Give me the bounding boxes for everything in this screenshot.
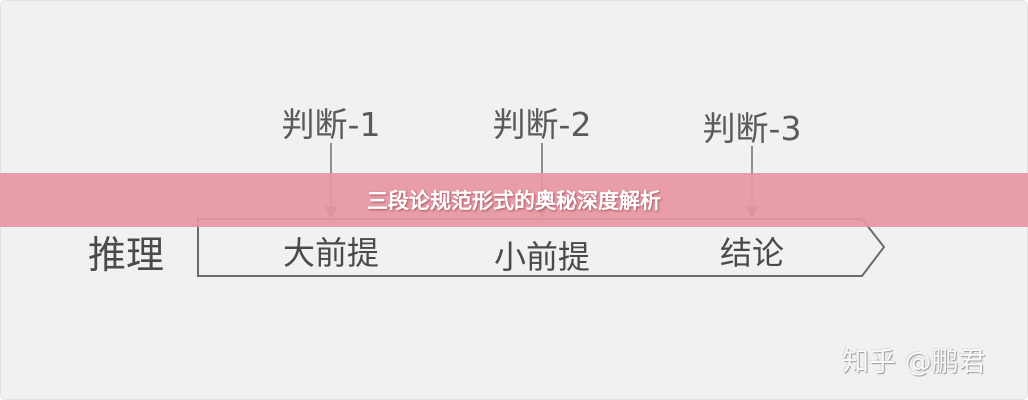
judgment-3-label: 判断-3 [702, 109, 802, 148]
reasoning-label: 推理 [88, 233, 165, 277]
title-banner [0, 173, 1028, 227]
judgment-1-label: 判断-1 [281, 105, 381, 144]
judgment-2-label: 判断-2 [492, 105, 592, 144]
major-premise-label: 大前提 [282, 234, 380, 272]
watermark: 知乎 @鹏君 [842, 347, 986, 378]
banner-title: 三段论规范形式的奥秘深度解析 [367, 189, 661, 213]
conclusion-label: 结论 [719, 234, 785, 272]
minor-premise-label: 小前提 [493, 238, 591, 276]
